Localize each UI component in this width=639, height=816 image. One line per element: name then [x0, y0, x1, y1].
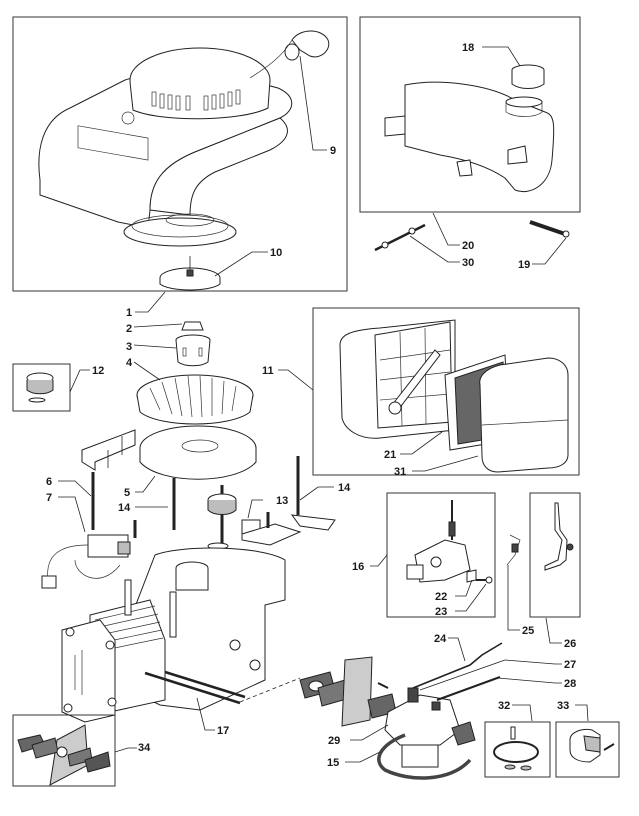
callout-14a: 14 [118, 502, 131, 514]
starter-cup[interactable] [175, 334, 211, 367]
callout-17: 17 [217, 725, 229, 737]
bolt[interactable] [529, 220, 570, 238]
callout-5: 5 [124, 487, 130, 499]
intake-gaskets[interactable] [299, 656, 397, 727]
brake-kit-box [12, 363, 71, 412]
air-filter-housing[interactable] [339, 319, 456, 439]
gasket-kit[interactable] [17, 724, 111, 786]
stud-bolt-14b[interactable] [290, 456, 336, 531]
callout-28: 28 [564, 678, 576, 690]
link-spring[interactable] [436, 676, 501, 701]
engine-block[interactable] [61, 547, 286, 723]
gasket-kit-box [12, 714, 116, 787]
callout-14b: 14 [338, 482, 351, 494]
callout-24: 24 [434, 633, 447, 645]
governor-lever[interactable] [544, 502, 574, 571]
stop-switch[interactable] [241, 512, 302, 546]
callout-21: 21 [384, 449, 396, 461]
fuel-tank[interactable] [384, 81, 555, 193]
vent-slots [151, 89, 241, 111]
callout-11: 11 [262, 365, 274, 377]
throttle-rod[interactable] [412, 642, 503, 689]
callout-32: 32 [498, 700, 510, 712]
callout-22: 22 [435, 591, 447, 603]
air-filter-cover[interactable] [479, 357, 569, 473]
cooling-fan[interactable] [136, 374, 254, 425]
screw-23[interactable] [476, 576, 493, 584]
fuel-hose[interactable] [377, 733, 472, 780]
callout-20: 20 [462, 240, 474, 252]
callout-34: 34 [138, 742, 151, 754]
callout-1: 1 [126, 307, 132, 319]
callout-9: 9 [330, 145, 336, 157]
carburetor[interactable] [384, 687, 476, 768]
starter-pawl-plate[interactable] [159, 256, 221, 291]
callout-7: 7 [46, 492, 52, 504]
callout-4: 4 [126, 357, 133, 369]
fuel-tank-box [359, 16, 581, 213]
callout-23: 23 [435, 606, 447, 618]
callout-2: 2 [126, 323, 132, 335]
float-kit[interactable] [569, 729, 615, 763]
ignition-coil[interactable] [41, 520, 137, 589]
carb-gasket-kit[interactable] [493, 726, 539, 771]
callout-18: 18 [462, 42, 474, 54]
air-filter-box [312, 307, 580, 476]
throttle-control-assembly[interactable] [406, 500, 477, 583]
float-kit-box [555, 721, 620, 778]
cylinder-head [61, 619, 117, 723]
callout-26: 26 [564, 638, 576, 650]
choke-rod[interactable] [419, 659, 506, 691]
callout-27: 27 [564, 659, 576, 671]
carb-gasket-kit-box [484, 721, 551, 778]
callout-3: 3 [126, 341, 132, 353]
screw-set[interactable] [374, 223, 426, 252]
recoil-starter-housing[interactable] [38, 47, 293, 247]
fuel-cap[interactable] [511, 64, 545, 89]
callout-13: 13 [276, 495, 288, 507]
carburetor-studs[interactable] [144, 670, 246, 705]
flywheel-nut[interactable] [181, 321, 204, 331]
callout-33: 33 [557, 700, 569, 712]
callout-10: 10 [270, 247, 282, 259]
mount-damper[interactable] [207, 485, 237, 550]
flywheel[interactable] [139, 425, 257, 480]
callout-30: 30 [462, 257, 474, 269]
callout-15: 15 [327, 757, 339, 769]
brake-kit[interactable] [26, 372, 54, 403]
callout-31: 31 [394, 466, 406, 478]
brake-bracket[interactable] [81, 429, 136, 471]
governor-spring[interactable] [506, 534, 521, 566]
starter-handle[interactable] [249, 30, 330, 79]
callout-6: 6 [46, 476, 52, 488]
callout-25: 25 [522, 625, 534, 637]
callout-12: 12 [92, 365, 104, 377]
callout-16: 16 [352, 561, 364, 573]
callout-19: 19 [518, 259, 530, 271]
recoil-starter-box [12, 16, 348, 292]
governor-lever-box [529, 492, 581, 618]
callout-29: 29 [328, 735, 340, 747]
